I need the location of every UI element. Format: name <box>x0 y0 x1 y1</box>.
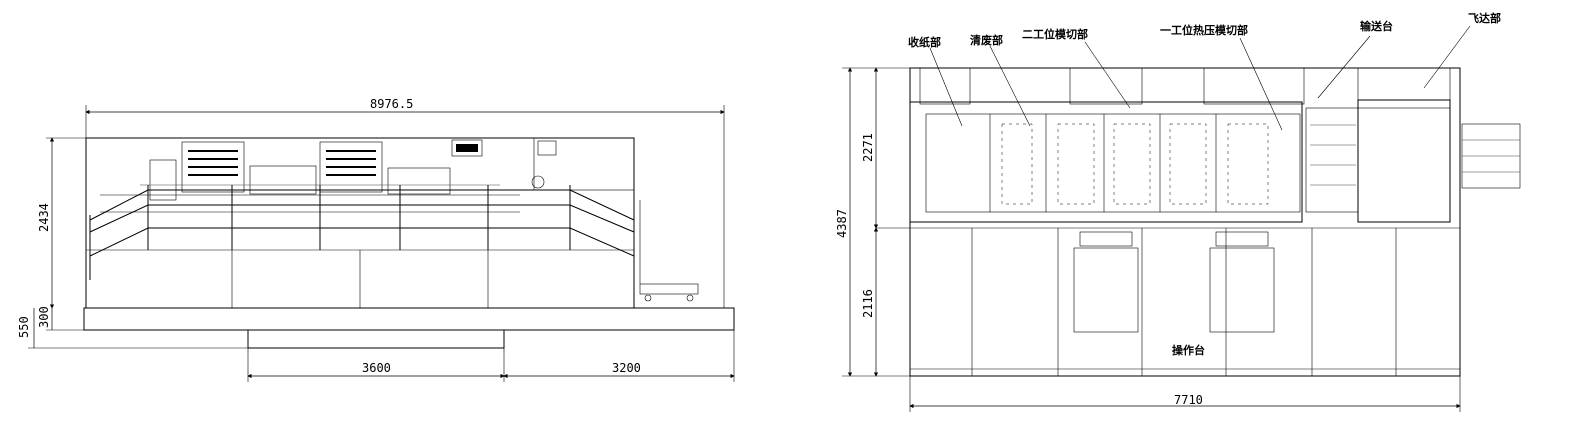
label-conveyor: 输送台 <box>1360 19 1393 33</box>
conveyor-table <box>1305 107 1359 213</box>
label-operator: 操作台 <box>1172 343 1205 357</box>
label-delivery: 收纸部 <box>908 35 941 49</box>
dim-length: 7710 <box>1174 393 1203 407</box>
label-station2: 二工位模切部 <box>1022 27 1088 41</box>
pallet-cart <box>639 200 699 302</box>
label-station1: 一工位热压模切部 <box>1160 23 1248 37</box>
leader-lines <box>929 25 1471 131</box>
foundation-pit <box>247 329 505 349</box>
label-stripping: 清废部 <box>970 33 1003 47</box>
die-pattern <box>1001 123 1269 205</box>
dim-lower-width: 2116 <box>861 289 875 318</box>
foundation-slab <box>83 307 735 331</box>
dim-height: 2434 <box>37 203 51 232</box>
dim-pit-depth: 550 <box>17 316 31 338</box>
safety-railing <box>89 185 635 290</box>
machine-body <box>85 137 635 309</box>
dim-base-height: 300 <box>37 306 51 328</box>
dim-pit-offset: 3200 <box>612 361 641 375</box>
top-view: 收纸部 清废部 二工位模切部 一工位热压模切部 输送台 飞达部 操作台 4387… <box>835 11 1521 412</box>
dim-upper-width: 2271 <box>861 133 875 162</box>
dim-total-width: 4387 <box>835 209 849 238</box>
dim-pit-length: 3600 <box>362 361 391 375</box>
side-view: 8976.5 2434 300 550 3600 3200 <box>17 97 735 382</box>
dim-overall-length: 8976.5 <box>370 97 413 111</box>
feeder-unit <box>1357 99 1451 223</box>
label-feeder: 飞达部 <box>1468 11 1501 25</box>
